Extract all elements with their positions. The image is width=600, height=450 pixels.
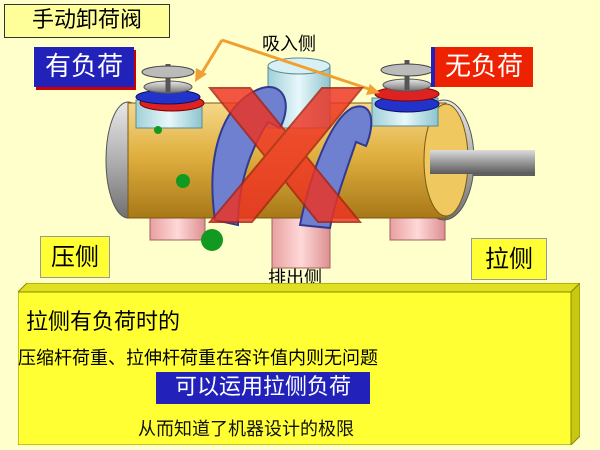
tension-side-label: 拉侧 bbox=[471, 238, 547, 280]
compressor-diagram bbox=[105, 38, 535, 269]
oil-drop-medium bbox=[176, 174, 190, 188]
oil-drop-small bbox=[154, 126, 162, 134]
suction-side-label: 吸入侧 bbox=[262, 34, 316, 55]
pointer-arrow-right bbox=[221, 38, 373, 92]
cross-mark-icon bbox=[207, 87, 365, 223]
unloaded-label: 无负荷 bbox=[435, 47, 533, 87]
diagram-title: 手动卸荷阀 bbox=[4, 4, 170, 38]
handwheel-right bbox=[380, 63, 434, 77]
compression-side-label: 压侧 bbox=[40, 236, 110, 278]
panel-highlight: 可以运用拉侧负荷 bbox=[156, 372, 370, 404]
panel-line-4: 从而知道了机器设计的极限 bbox=[138, 419, 354, 440]
pointer-arrow-right-head bbox=[366, 84, 380, 95]
loaded-label: 有负荷 bbox=[34, 47, 134, 87]
piston-rod-front bbox=[430, 150, 535, 174]
handwheel-left bbox=[141, 65, 195, 79]
panel-line-2: 压缩杆荷重、拉伸杆荷重在容许值内则无问题 bbox=[18, 348, 378, 369]
oil-drop-large bbox=[201, 229, 223, 251]
panel-line-1: 拉侧有负荷时的 bbox=[26, 310, 181, 335]
explanation-panel bbox=[18, 283, 580, 445]
pointer-arrow-left bbox=[198, 39, 224, 77]
pointer-arrow-left-head bbox=[195, 68, 207, 82]
